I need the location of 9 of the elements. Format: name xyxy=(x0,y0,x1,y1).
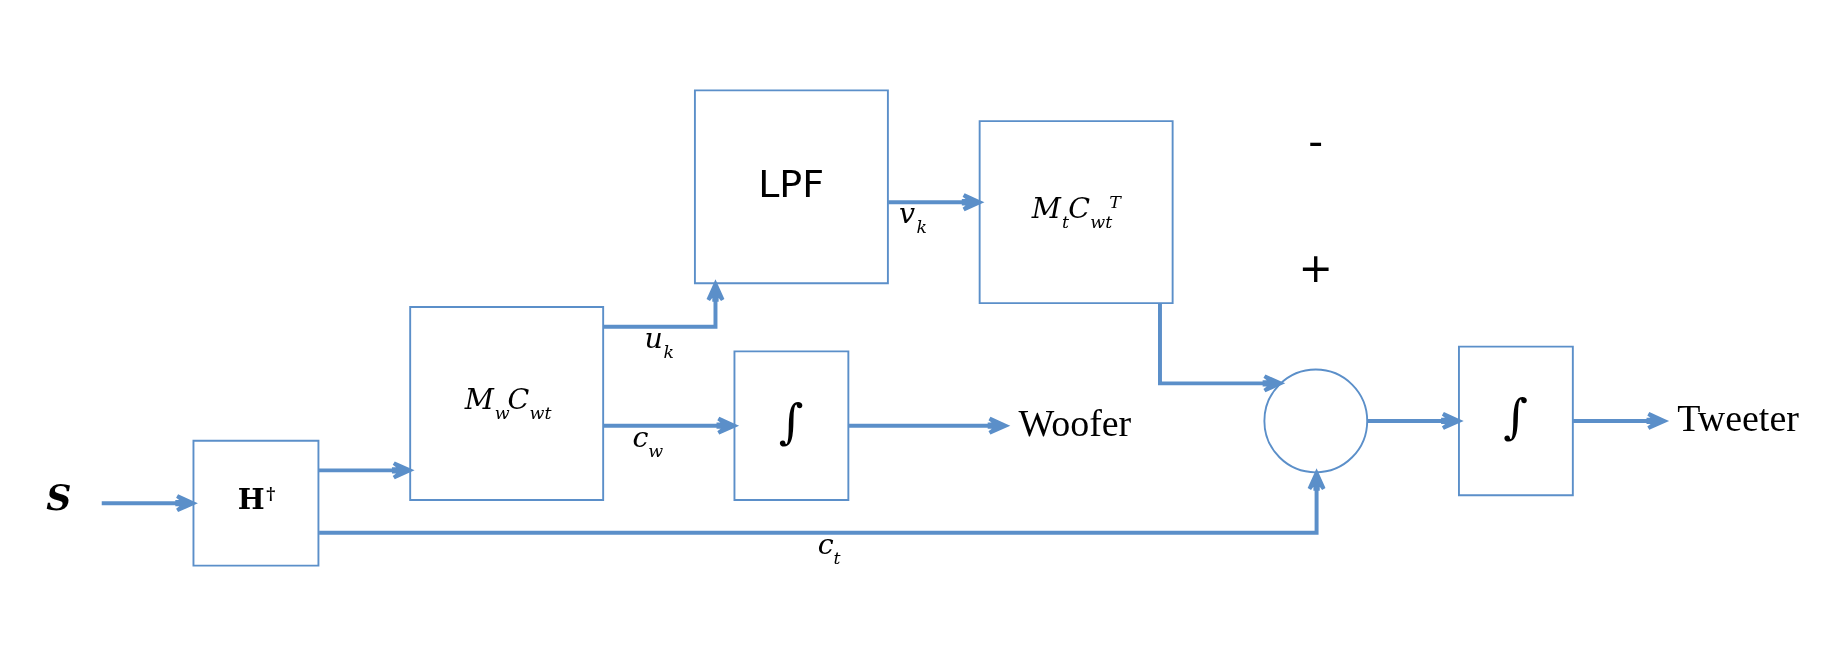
edge-label: v$_{k}$ xyxy=(898,197,927,238)
edge-label: c$_{t}$ xyxy=(817,528,841,569)
edge-label: u$_{k}$ xyxy=(644,322,674,363)
label: - xyxy=(1307,117,1323,166)
edge-label: c$_{w}$ xyxy=(632,420,663,461)
label: + xyxy=(1298,244,1333,293)
node-text: Tweeter xyxy=(1676,396,1799,439)
node-text: S xyxy=(45,477,71,519)
node-text: Woofer xyxy=(1017,401,1131,444)
